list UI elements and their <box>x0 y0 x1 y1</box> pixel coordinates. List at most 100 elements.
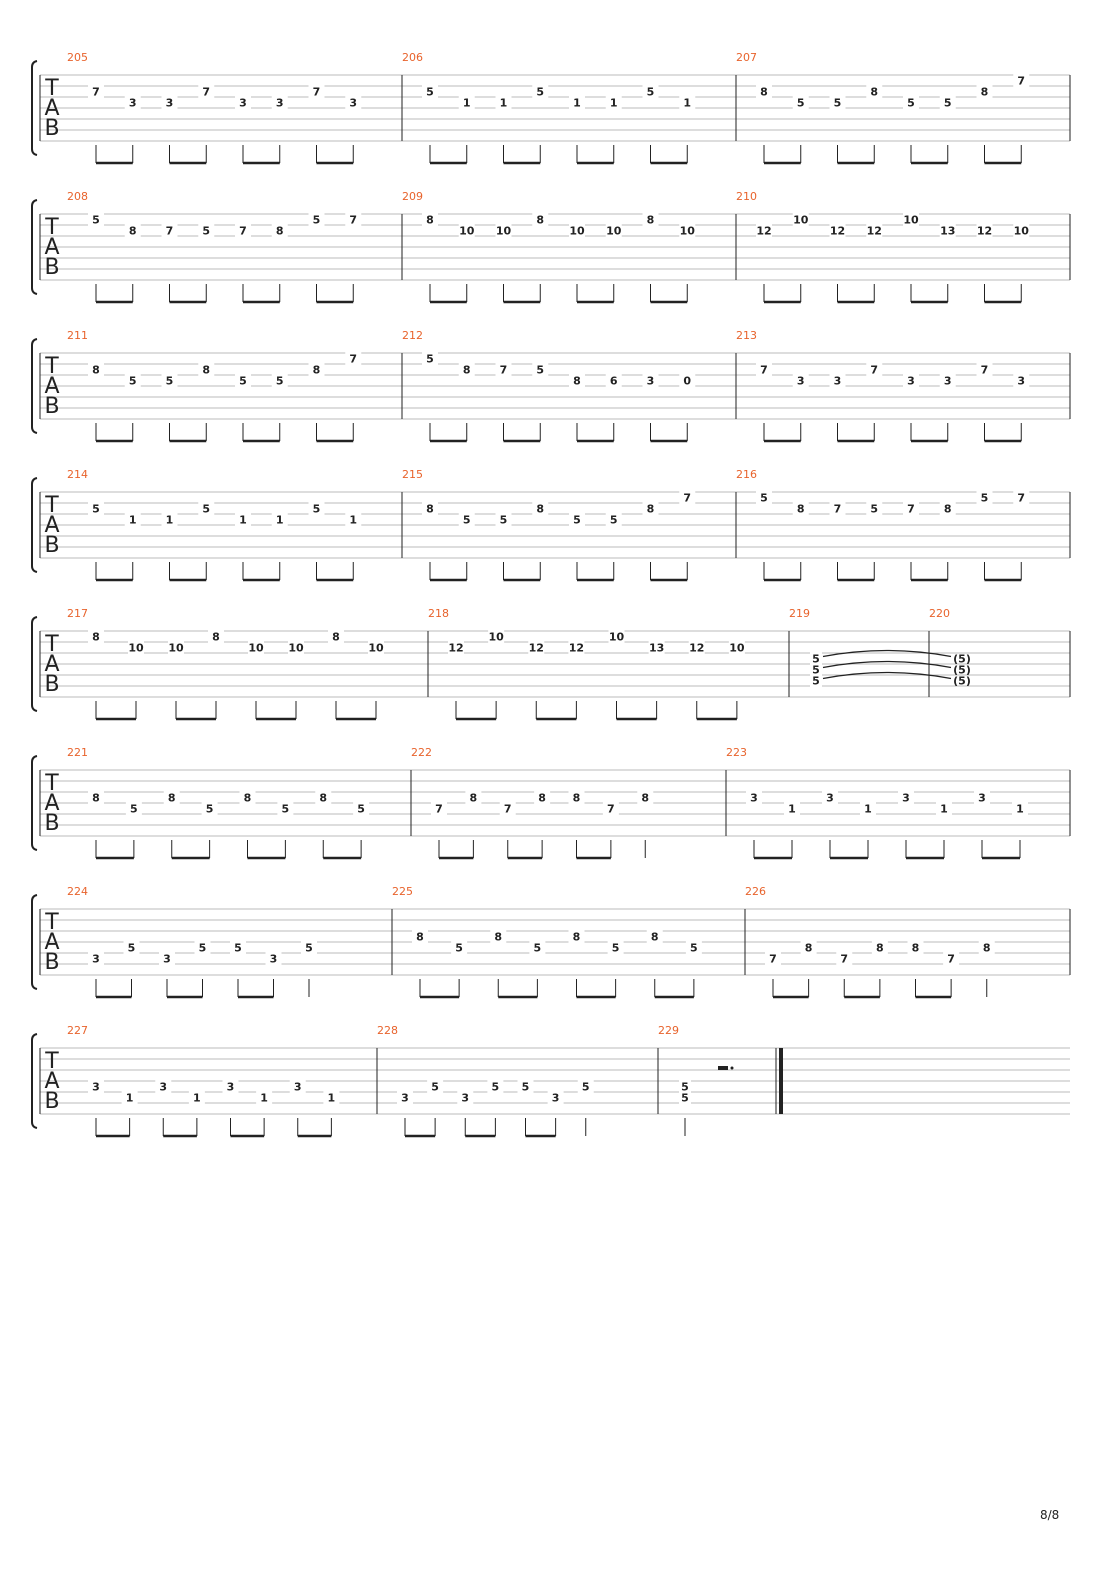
fret-number: 8 <box>797 503 805 516</box>
tab-clef-letter: B <box>44 1089 59 1114</box>
bar-number: 216 <box>736 468 757 481</box>
fret-bg <box>569 224 585 237</box>
fret-bg <box>866 502 883 515</box>
fret-bg <box>239 791 256 804</box>
fret-number: 8 <box>92 364 100 377</box>
fret-bg <box>829 374 846 387</box>
fret-number: 5 <box>812 653 820 666</box>
tab-clef-letter: T <box>44 1049 59 1074</box>
fret-bg <box>679 491 696 504</box>
fret-number: 5 <box>199 942 207 955</box>
fret-number: 10 <box>368 642 384 655</box>
fret-number: 5 <box>239 375 247 388</box>
page-number: 8/8 <box>1040 1508 1060 1522</box>
fret-number: 5 <box>834 97 842 110</box>
fret-bg <box>161 224 178 237</box>
fret-number: 10 <box>248 642 264 655</box>
fret-number: 8 <box>536 214 544 227</box>
fret-number: 3 <box>978 792 986 805</box>
fret-bg <box>646 930 663 943</box>
fret-number: 7 <box>760 364 768 377</box>
fret-bg <box>345 213 362 226</box>
fret-number: 5 <box>130 803 138 816</box>
fret-bg <box>936 802 952 815</box>
fret-bg <box>88 791 104 804</box>
fret-number: 7 <box>435 803 443 816</box>
tied-fret-number: (5) <box>953 675 971 688</box>
fret-bg <box>88 502 104 515</box>
fret-bg <box>457 1091 474 1104</box>
fret-number: 1 <box>328 1092 336 1105</box>
fret-bg <box>685 941 702 954</box>
fret-bg <box>756 491 772 504</box>
fret-number: 3 <box>270 953 278 966</box>
fret-bg <box>427 1080 444 1093</box>
fret-bg <box>871 941 888 954</box>
fret-bg <box>607 941 624 954</box>
fret-bg <box>903 96 919 109</box>
fret-number: 8 <box>470 792 478 805</box>
fret-number: 8 <box>573 931 581 944</box>
fret-number: 8 <box>573 792 581 805</box>
fret-number: 5 <box>313 214 321 227</box>
fret-number: 5 <box>426 86 434 99</box>
bar-number: 208 <box>67 190 88 203</box>
fret-number: 8 <box>92 792 100 805</box>
fret-bg <box>121 1091 138 1104</box>
fret-number: 5 <box>202 503 210 516</box>
fret-number: 1 <box>166 514 174 527</box>
fret-bg <box>345 96 362 109</box>
fret-number: 8 <box>538 792 546 805</box>
fret-bg <box>810 674 822 687</box>
fret-number: 3 <box>159 1081 167 1094</box>
fret-bg <box>124 374 141 387</box>
fret-number: 5 <box>812 675 820 688</box>
fret-number: 3 <box>276 97 284 110</box>
fret-bg <box>353 802 370 815</box>
fret-number: 8 <box>536 503 544 516</box>
fret-number: 5 <box>690 942 698 955</box>
fret-number: 3 <box>294 1081 302 1094</box>
fret-bg <box>161 96 178 109</box>
fret-bg <box>517 1080 534 1093</box>
fret-bg <box>201 802 218 815</box>
fret-bg <box>458 363 475 376</box>
bar-number: 214 <box>67 468 88 481</box>
fret-number: 5 <box>455 942 463 955</box>
fret-bg <box>88 85 104 98</box>
fret-number: 5 <box>610 514 618 527</box>
bar-number: 213 <box>736 329 757 342</box>
tied-fret-number: (5) <box>953 653 971 666</box>
fret-number: 1 <box>239 514 247 527</box>
fret-bg <box>976 363 993 376</box>
fret-number: 12 <box>529 642 544 655</box>
fret-bg <box>568 641 585 654</box>
bar-number: 217 <box>67 607 88 620</box>
fret-bg <box>903 502 919 515</box>
bar-number: 205 <box>67 51 88 64</box>
bar-number: 210 <box>736 190 757 203</box>
fret-bg <box>422 502 438 515</box>
fret-bg <box>679 1080 691 1093</box>
fret-number: 12 <box>448 642 463 655</box>
fret-number: 8 <box>573 375 581 388</box>
fret-bg <box>397 1091 413 1104</box>
fret-number: 7 <box>840 953 848 966</box>
fret-number: 5 <box>534 942 542 955</box>
fret-number: 1 <box>610 97 618 110</box>
fret-number: 3 <box>647 375 655 388</box>
fret-number: 3 <box>907 375 915 388</box>
fret-number: 7 <box>607 803 615 816</box>
system-bracket <box>31 60 38 156</box>
fret-bg <box>568 930 585 943</box>
fret-number: 12 <box>867 225 882 238</box>
fret-number: 7 <box>166 225 174 238</box>
fret-bg <box>792 96 809 109</box>
fret-number: 10 <box>609 631 625 644</box>
fret-number: 10 <box>496 225 512 238</box>
fret-number: 5 <box>92 503 100 516</box>
fret-bg <box>898 791 914 804</box>
fret-bg <box>534 791 551 804</box>
fret-bg <box>159 952 175 965</box>
fret-number: 8 <box>876 942 884 955</box>
